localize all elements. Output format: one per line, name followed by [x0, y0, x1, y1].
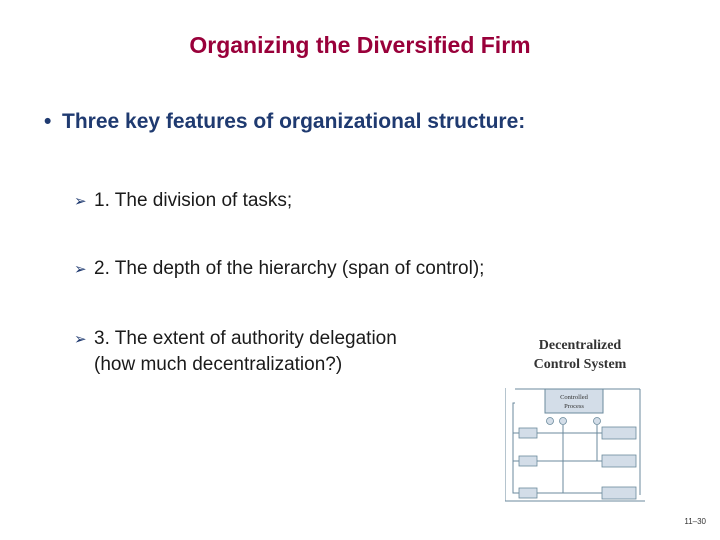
- decentralized-control-figure: Decentralized Control System: [505, 333, 645, 505]
- sub-point-3-continuation: (how much decentralization?): [94, 354, 343, 375]
- figure-title-line-1: Decentralized: [538, 338, 622, 353]
- sub-point-1-text: 1. The division of tasks;: [94, 190, 293, 211]
- bullet-dot-icon: •: [44, 110, 52, 133]
- arrowhead-right-icon: ➢: [74, 261, 87, 278]
- arrowhead-right-icon: ➢: [74, 331, 87, 348]
- sub-point-1: ➢ 1. The division of tasks;: [74, 190, 292, 212]
- main-bullet: • Three key features of organizational st…: [44, 110, 525, 134]
- controlled-process-box: [544, 388, 604, 414]
- sub-point-3: ➢ 3. The extent of authority delegation (…: [74, 328, 397, 376]
- process-label-line-1: Controlled: [560, 394, 589, 401]
- sub-point-2: ➢ 2. The depth of the hierarchy (span of …: [74, 258, 484, 280]
- sub-point-2-text: 2. The depth of the hierarchy (span of c…: [94, 258, 485, 279]
- page-number: 11–30: [684, 517, 706, 526]
- slide-title: Organizing the Diversified Firm: [189, 32, 531, 58]
- arrowhead-right-icon: ➢: [74, 193, 87, 210]
- sub-point-3-text: 3. The extent of authority delegation: [94, 328, 397, 349]
- process-label-line-2: Process: [564, 403, 584, 410]
- control-system-diagram: Controlled Process: [505, 388, 645, 502]
- figure-title: Decentralized Control System: [515, 336, 645, 374]
- main-bullet-text: Three key features of organizational str…: [62, 110, 526, 133]
- figure-title-line-2: Control System: [533, 357, 627, 372]
